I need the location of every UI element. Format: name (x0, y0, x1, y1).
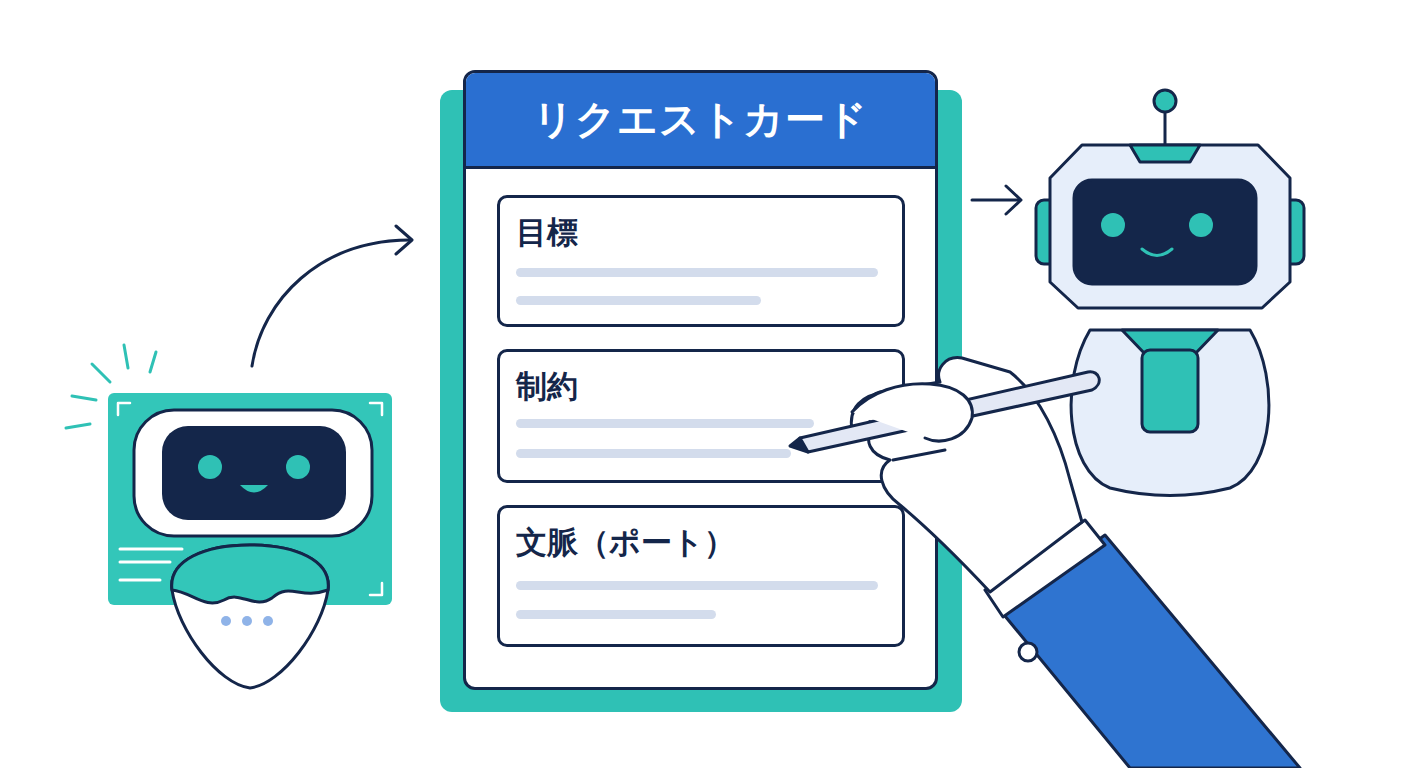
section-title: 制約 (516, 366, 578, 408)
request-card: リクエストカード目標制約文脈（ポート） (463, 70, 938, 690)
robot-card (108, 393, 392, 605)
pen (800, 372, 1099, 452)
placeholder-line (516, 296, 761, 305)
card-header: リクエストカード (466, 73, 935, 169)
placeholder-line (516, 581, 878, 590)
placeholder-line (516, 268, 878, 277)
robot-left (66, 345, 392, 688)
card-section: 制約 (497, 349, 905, 483)
flow-arrow (972, 186, 1021, 214)
flow-arrow (252, 226, 412, 366)
robot-right (1036, 90, 1304, 496)
section-title: 文脈（ポート） (516, 522, 735, 564)
placeholder-line (516, 419, 814, 428)
section-title: 目標 (516, 212, 578, 254)
button (1019, 643, 1037, 661)
card-title: リクエストカード (533, 92, 868, 147)
card-section: 文脈（ポート） (497, 505, 905, 647)
placeholder-line (516, 449, 791, 458)
hand (864, 358, 1082, 592)
placeholder-line (516, 610, 716, 619)
card-section: 目標 (497, 195, 905, 327)
sleeve (1000, 535, 1300, 768)
cuff (985, 520, 1105, 617)
